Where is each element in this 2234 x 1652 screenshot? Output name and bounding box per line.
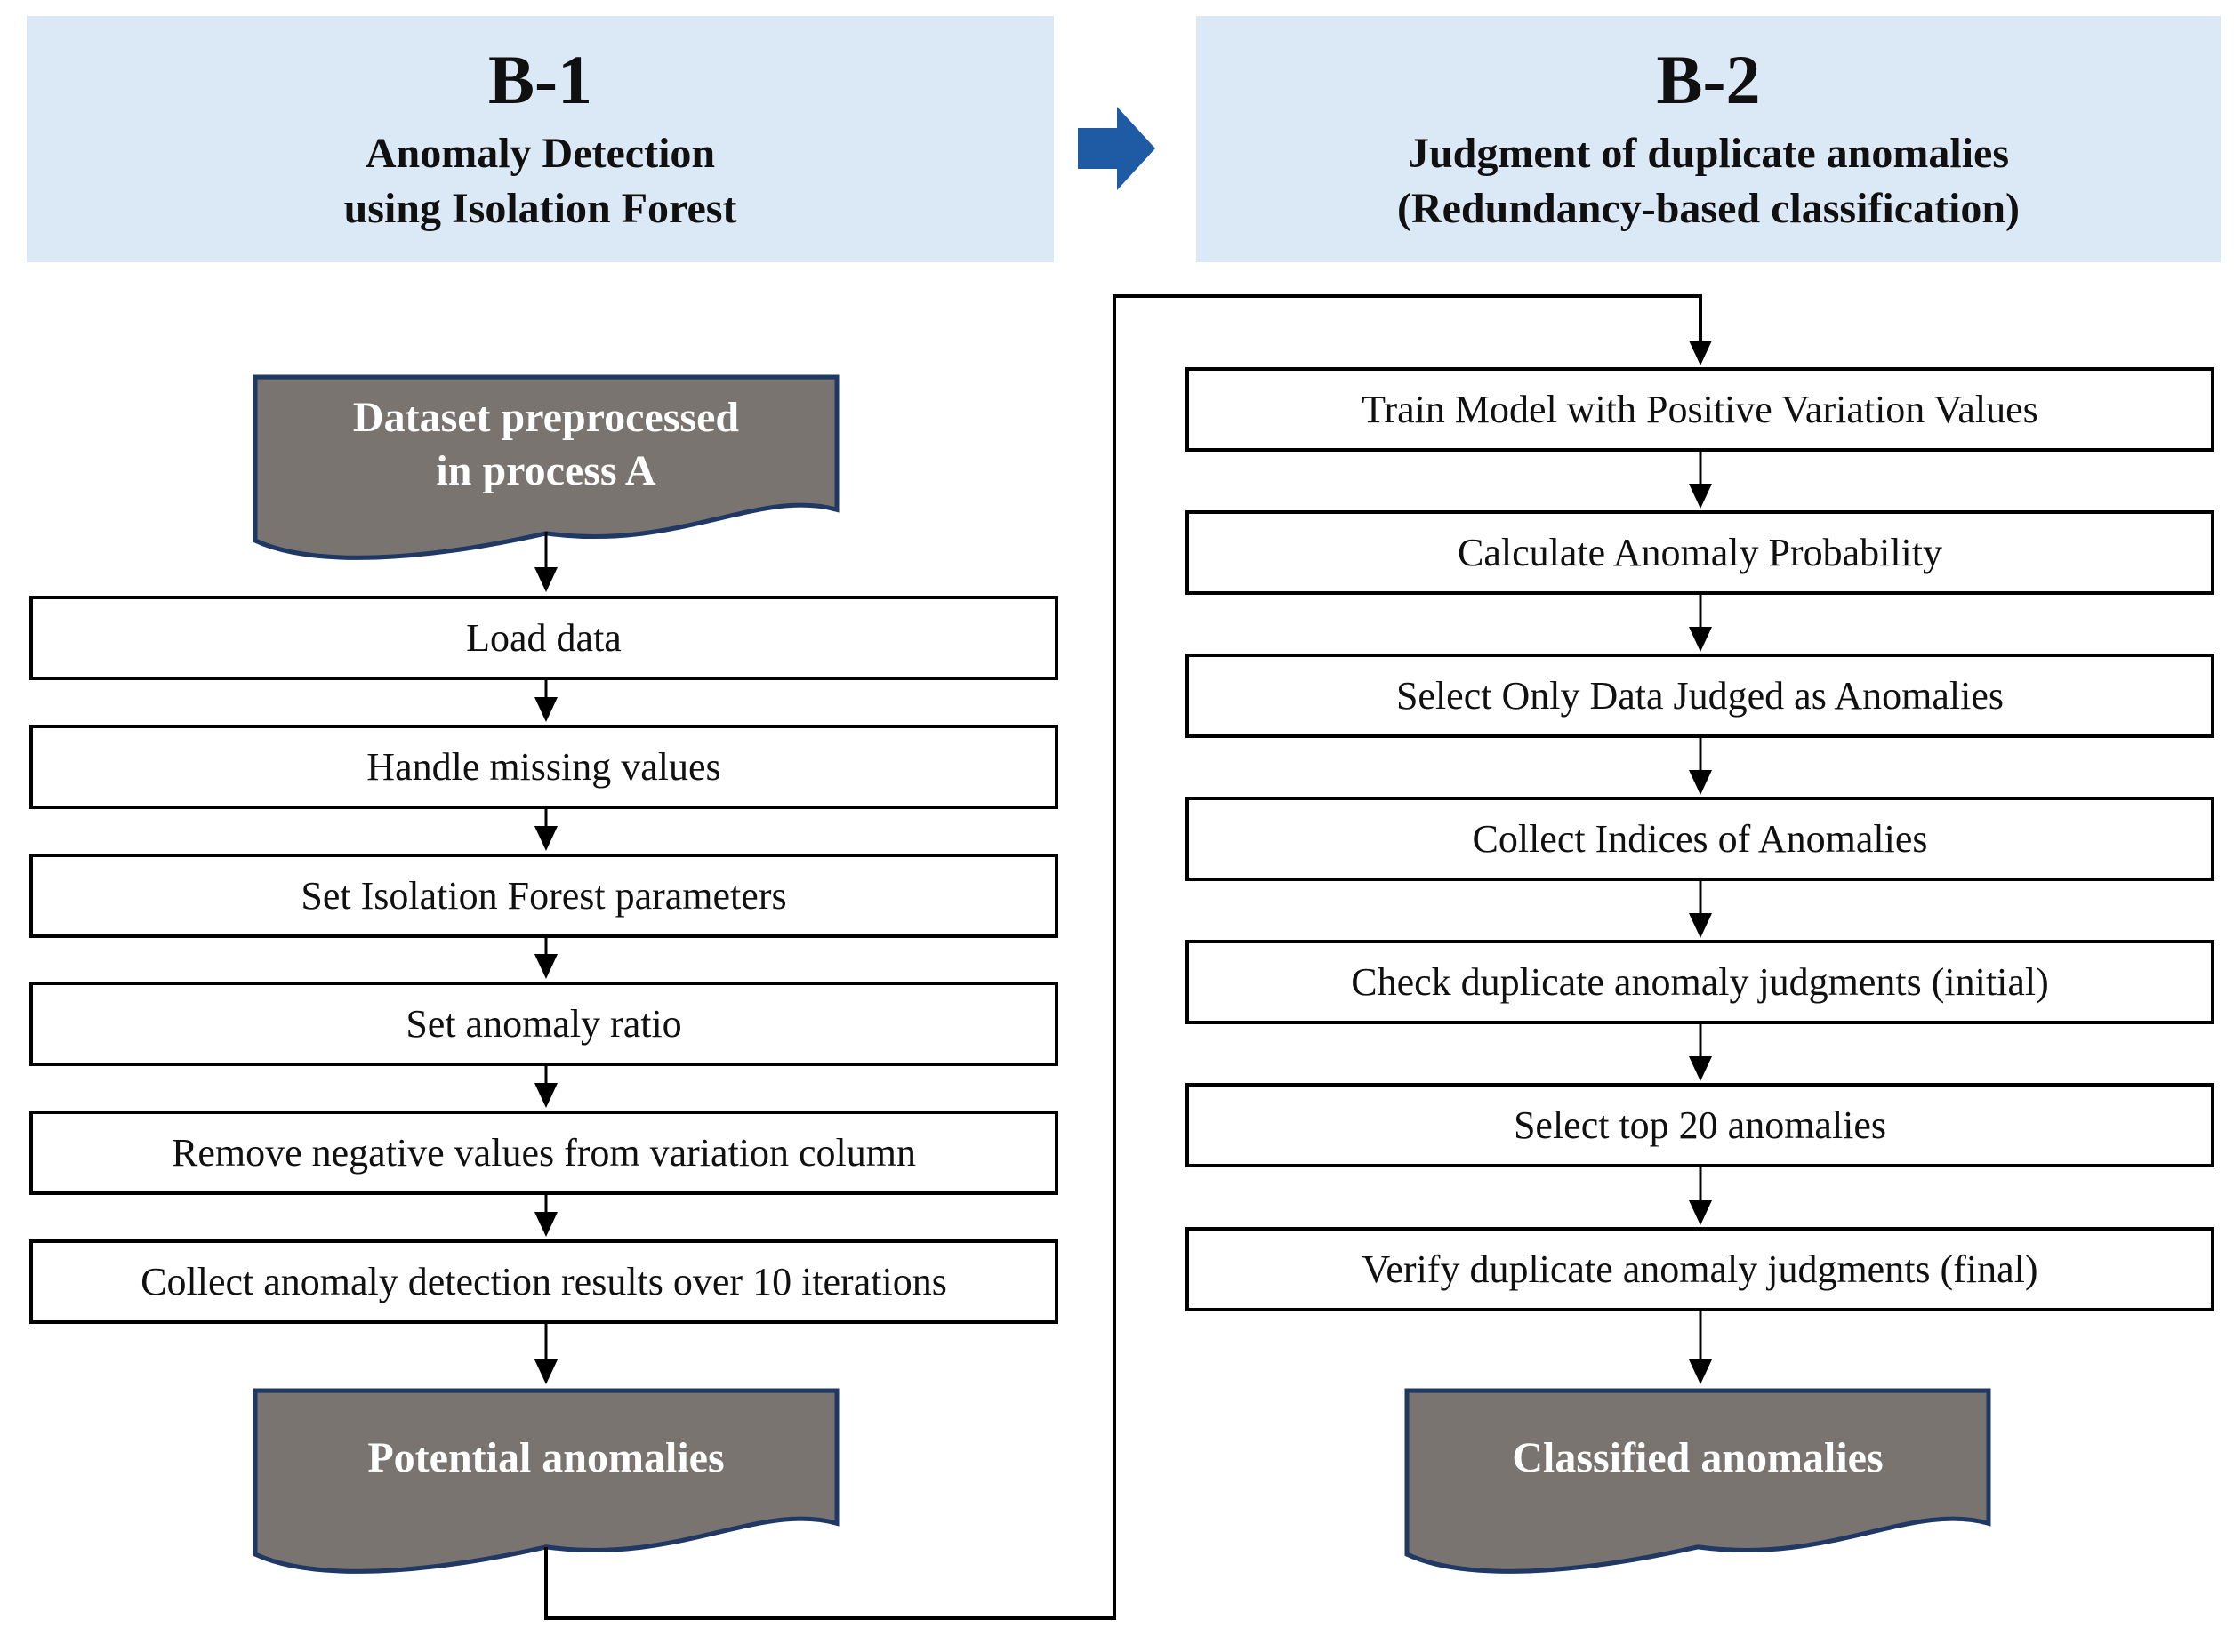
header-b2-subtitle-line2: (Redundancy-based classification) (1396, 185, 2021, 232)
down-arrow (1689, 1311, 1712, 1384)
document-label: Potential anomalies (367, 1434, 725, 1481)
header-transition-arrow-icon (1078, 107, 1155, 190)
b2-step-select-anomalies: Select Only Data Judged as Anomalies (1185, 654, 2214, 738)
document-label: Dataset preprocessed in process A (252, 391, 840, 498)
down-arrow (1689, 1167, 1712, 1225)
b2-step-verify-duplicates: Verify duplicate anomaly judgments (fina… (1185, 1227, 2214, 1311)
b2-step-train-model: Train Model with Positive Variation Valu… (1185, 367, 2214, 452)
down-arrow (534, 1324, 558, 1384)
header-b1-subtitle-line2: using Isolation Forest (343, 185, 737, 232)
header-b2-subtitle-line1: Judgment of duplicate anomalies (1407, 130, 2010, 177)
document-label-line2: in process A (436, 447, 656, 494)
b2-step-select-top20: Select top 20 anomalies (1185, 1083, 2214, 1167)
header-b2-title: B-2 (1656, 41, 1761, 118)
document-shape (1404, 1388, 1991, 1574)
b1-step-collect-results: Collect anomaly detection results over 1… (29, 1239, 1058, 1324)
down-arrow (534, 1195, 558, 1237)
b1-step-handle-missing: Handle missing values (29, 725, 1058, 809)
b2-step-calc-probability: Calculate Anomaly Probability (1185, 510, 2214, 595)
down-arrow (534, 680, 558, 722)
b1-step-load-data: Load data (29, 596, 1058, 680)
document-label: Classified anomalies (1512, 1434, 1884, 1481)
header-b2: B-2 Judgment of duplicate anomalies (Red… (1196, 16, 2221, 262)
document-classified-anomalies: Classified anomalies (1403, 1387, 1992, 1596)
header-b1-subtitle-line1: Anomaly Detection (365, 130, 716, 177)
b1-step-set-parameters: Set Isolation Forest parameters (29, 854, 1058, 938)
b1-step-set-anomaly-ratio: Set anomaly ratio (29, 982, 1058, 1066)
b2-step-check-duplicates: Check duplicate anomaly judgments (initi… (1185, 940, 2214, 1024)
down-arrow (1689, 452, 1712, 509)
b2-step-collect-indices: Collect Indices of Anomalies (1185, 797, 2214, 881)
down-arrow (1689, 738, 1712, 795)
down-arrow (534, 1066, 558, 1108)
down-arrow (1689, 881, 1712, 938)
down-arrow (534, 809, 558, 851)
document-shape (253, 1388, 840, 1574)
header-b1-title: B-1 (488, 41, 592, 118)
header-b1: B-1 Anomaly Detection using Isolation Fo… (27, 16, 1054, 262)
document-potential-anomalies: Potential anomalies (252, 1387, 840, 1596)
document-label-line1: Dataset preprocessed (352, 394, 740, 441)
down-arrow (1689, 595, 1712, 652)
b1-step-remove-negative: Remove negative values from variation co… (29, 1111, 1058, 1195)
down-arrow (534, 938, 558, 979)
down-arrow (1689, 1024, 1712, 1081)
document-dataset-preprocessed: Dataset preprocessed in process A (252, 373, 840, 582)
